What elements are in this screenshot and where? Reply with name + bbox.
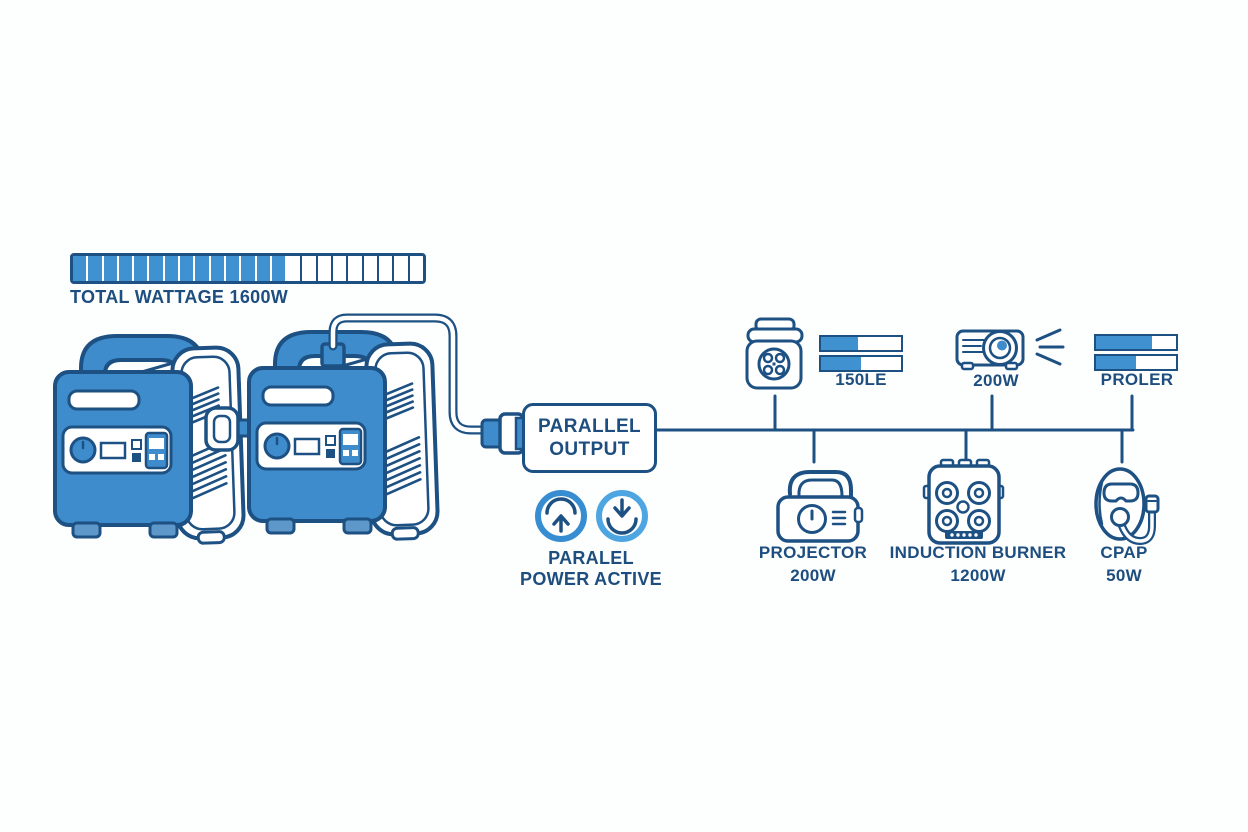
cooler-icon bbox=[745, 317, 804, 390]
wattage-segment bbox=[317, 256, 334, 281]
wattage-segment bbox=[134, 256, 150, 281]
wattage-segment bbox=[103, 256, 119, 281]
total-wattage-label: TOTAL WATTAGE 1600W bbox=[70, 287, 289, 307]
wattage-segment bbox=[210, 256, 226, 281]
wattage-segment bbox=[348, 256, 364, 281]
device-watts-induction: 1200W bbox=[950, 566, 1006, 585]
device-name-induction: INDUCTION BURNER bbox=[889, 543, 1067, 562]
device-name-cpap: CPAP bbox=[1100, 543, 1148, 562]
wattage-segment bbox=[378, 256, 395, 281]
cooler-meter-label: 150LE bbox=[835, 370, 887, 389]
parallel-plug bbox=[480, 412, 526, 455]
wattage-segment bbox=[180, 256, 196, 281]
cooler-meter-fill-top bbox=[821, 337, 858, 350]
wattage-segment bbox=[225, 256, 242, 281]
wattage-segment bbox=[256, 256, 272, 281]
parallel-status-line1: PARALEL bbox=[548, 548, 634, 568]
device-watts-cooker: 200W bbox=[790, 566, 836, 585]
wattage-segment bbox=[149, 256, 165, 281]
wattage-segment bbox=[118, 256, 135, 281]
parallel-output-line1: PARALLEL bbox=[537, 415, 642, 437]
device-watts-cpap: 50W bbox=[1106, 566, 1142, 585]
wattage-segment bbox=[333, 256, 349, 281]
distribution-bus bbox=[655, 394, 1135, 464]
projector-watts-label: 200W bbox=[973, 371, 1019, 390]
cooler-meter bbox=[819, 335, 903, 372]
total-wattage-meter bbox=[70, 253, 426, 284]
wattage-segment bbox=[409, 256, 423, 281]
right-meter bbox=[1094, 334, 1178, 371]
wattage-segment bbox=[164, 256, 181, 281]
cooker-icon bbox=[776, 470, 864, 543]
parallel-status-line2: POWER ACTIVE bbox=[520, 569, 662, 589]
parallel-output-line2: OUTPUT bbox=[549, 439, 630, 460]
induction-burner-icon bbox=[922, 458, 1005, 545]
cpap-icon bbox=[1094, 467, 1160, 546]
wattage-segment bbox=[241, 256, 257, 281]
wattage-segment bbox=[394, 256, 410, 281]
wattage-segment bbox=[88, 256, 104, 281]
power-output-status-icon bbox=[535, 490, 587, 542]
wattage-segment bbox=[302, 256, 318, 281]
projector-light-rays-icon bbox=[1035, 328, 1065, 366]
right-meter-label: PROLER bbox=[1100, 370, 1174, 389]
wattage-segment bbox=[287, 256, 303, 281]
wattage-segment bbox=[73, 256, 89, 281]
device-name-cooker: PROJECTOR bbox=[758, 543, 868, 562]
wattage-segment bbox=[195, 256, 211, 281]
power-input-status-icon bbox=[596, 490, 648, 542]
projector-icon bbox=[955, 328, 1065, 371]
wattage-segment bbox=[363, 256, 379, 281]
right-meter-fill-bottom bbox=[1096, 356, 1136, 369]
parallel-output-box: PARALLEL OUTPUT bbox=[522, 403, 657, 473]
wattage-segment bbox=[271, 256, 288, 281]
cooler-meter-fill-bottom bbox=[821, 357, 861, 370]
right-meter-fill-top bbox=[1096, 336, 1152, 349]
parallel-cable bbox=[320, 313, 488, 435]
